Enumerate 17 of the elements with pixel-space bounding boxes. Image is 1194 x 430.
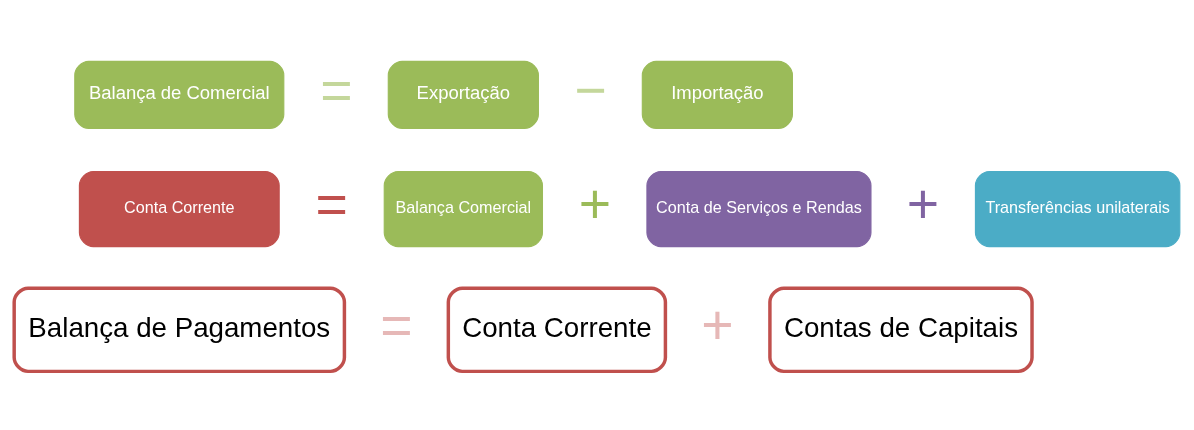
label: + — [701, 293, 734, 356]
label: = — [380, 293, 413, 356]
label: = — [315, 172, 348, 235]
node-box: Transferências unilaterais — [974, 170, 1181, 247]
node-box: Importação — [641, 60, 793, 129]
node-box: Balança de Comercial — [74, 60, 285, 129]
node-box: Balança de Pagamentos — [12, 286, 347, 373]
label: − — [574, 58, 607, 121]
node-box: Exportação — [387, 60, 539, 129]
label: = — [320, 58, 353, 121]
node-box: Contas de Capitais — [768, 286, 1034, 373]
node-box: Balança Comercial — [383, 170, 543, 247]
label: + — [578, 172, 612, 235]
node-box: Conta Corrente — [446, 286, 668, 373]
node-box: Conta de Serviços e Rendas — [646, 170, 872, 247]
label: + — [906, 172, 940, 235]
node-box: Conta Corrente — [78, 170, 280, 247]
